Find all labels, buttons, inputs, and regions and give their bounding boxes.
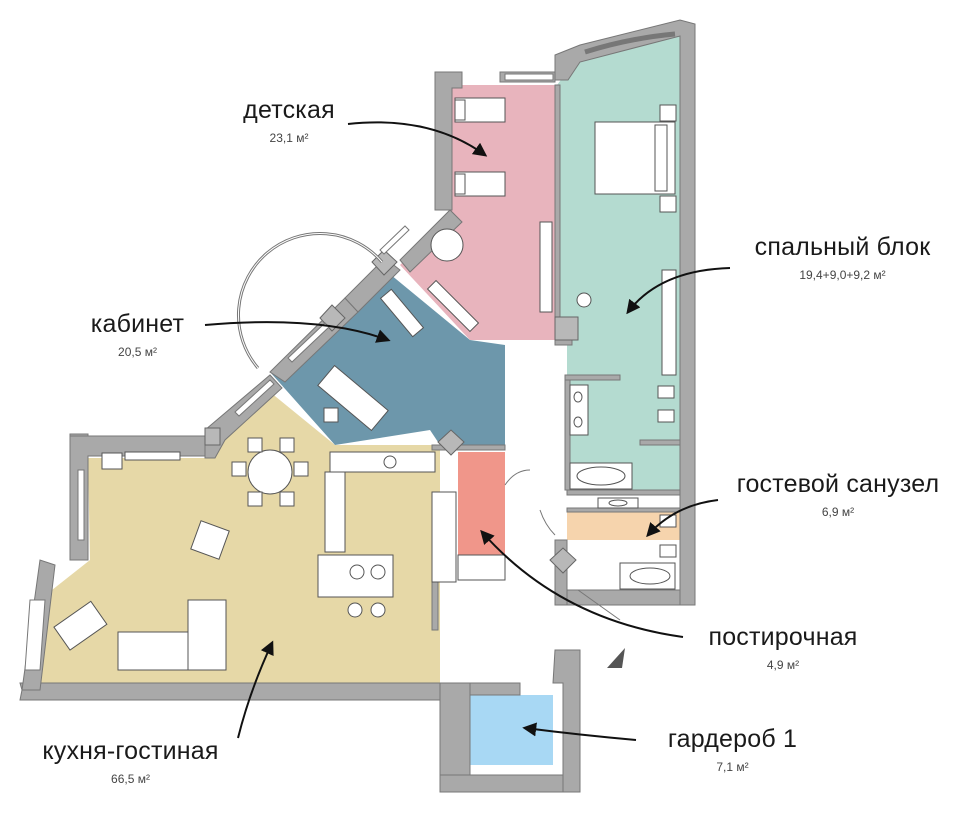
label-wardrobe-name: гардероб 1 bbox=[667, 725, 798, 753]
office-room-fill bbox=[270, 270, 505, 445]
label-guest-bath-area: 6,9 м² bbox=[821, 505, 855, 519]
label-kids: детская 23,1 м² bbox=[224, 96, 354, 145]
windows bbox=[24, 31, 676, 671]
label-kids-area: 23,1 м² bbox=[269, 131, 309, 145]
label-wardrobe-area: 7,1 м² bbox=[716, 760, 749, 774]
label-living-area: 66,5 м² bbox=[111, 772, 150, 786]
label-bedroom: спальный блок 19,4+9,0+9,2 м² bbox=[735, 233, 950, 282]
kids-room-fill bbox=[400, 85, 556, 340]
label-laundry: постирочная 4,9 м² bbox=[688, 623, 878, 672]
label-living: кухня-гостиная 66,5 м² bbox=[18, 737, 243, 786]
label-laundry-area: 4,9 м² bbox=[766, 658, 800, 672]
label-arrows bbox=[204, 121, 731, 741]
label-office: кабинет 20,5 м² bbox=[75, 310, 200, 359]
label-office-name: кабинет bbox=[90, 310, 185, 338]
label-guest-bath-name: гостевой санузел bbox=[736, 470, 940, 498]
label-living-name: кухня-гостиная bbox=[42, 737, 219, 765]
label-guest-bath: гостевой санузел 6,9 м² bbox=[718, 470, 958, 519]
arrow-office bbox=[204, 321, 391, 343]
laundry-fill bbox=[458, 452, 505, 560]
label-bedroom-name: спальный блок bbox=[754, 233, 931, 261]
label-bedroom-area: 19,4+9,0+9,2 м² bbox=[799, 268, 886, 282]
wardrobe-fill bbox=[470, 695, 553, 765]
label-laundry-name: постирочная bbox=[708, 623, 858, 651]
arrow-bedroom bbox=[626, 267, 731, 315]
arrow-guest-bath bbox=[646, 499, 719, 538]
label-office-area: 20,5 м² bbox=[118, 345, 157, 359]
label-kids-name: детская bbox=[243, 96, 335, 124]
furniture bbox=[53, 97, 677, 671]
entrance-marker bbox=[607, 648, 625, 668]
arrow-wardrobe bbox=[522, 722, 637, 741]
doors bbox=[504, 469, 621, 621]
arrow-living bbox=[237, 640, 274, 739]
arrow-kids bbox=[347, 121, 488, 157]
label-wardrobe: гардероб 1 7,1 м² bbox=[650, 725, 815, 774]
arrow-laundry bbox=[480, 529, 684, 638]
